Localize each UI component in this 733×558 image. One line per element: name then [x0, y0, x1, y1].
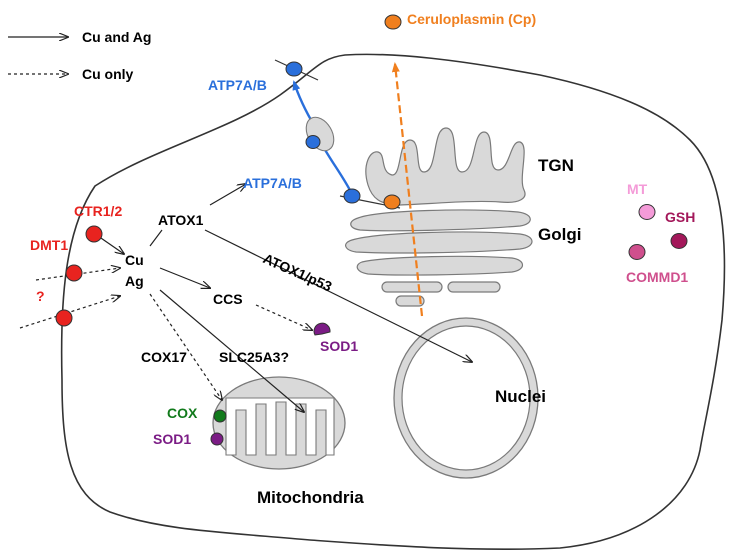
- ctr-to-cu-arrow: [97, 235, 124, 254]
- gsh-label: GSH: [665, 209, 695, 225]
- commd1-label: COMMD1: [626, 269, 688, 285]
- nucleus-interior: [401, 325, 531, 471]
- golgi-cisterna-2: [345, 231, 533, 254]
- dmt1-label: DMT1: [30, 237, 68, 253]
- sod1-cyto-marker: [313, 322, 331, 336]
- golgi-vesicle-3: [395, 295, 425, 307]
- legend-dashed-label: Cu only: [82, 66, 134, 82]
- cp-golgi-dot: [383, 194, 401, 210]
- cp-secreted-dot: [384, 14, 402, 30]
- commd1-marker: [628, 244, 646, 260]
- atp7ab-top-label: ATP7A/B: [208, 77, 267, 93]
- mt-marker: [638, 204, 656, 220]
- golgi-cisterna-3: [356, 255, 524, 276]
- atp7ab-golgi-dot: [343, 188, 361, 204]
- cu-to-mito-arrow: [159, 289, 304, 412]
- cu-to-ccs-arrow: [159, 267, 210, 288]
- cu-label: Cu: [125, 252, 144, 268]
- sod1-mito-marker: [210, 432, 224, 446]
- sod1-mito-label: SOD1: [153, 431, 191, 447]
- tgn-label: TGN: [538, 156, 574, 175]
- cox17-label: COX17: [141, 349, 187, 365]
- ag-label: Ag: [125, 273, 144, 289]
- ccs-to-sod1-arrow: [255, 304, 312, 330]
- atp7ab-mid-label: ATP7A/B: [243, 175, 302, 191]
- legend-solid-label: Cu and Ag: [82, 29, 151, 45]
- mitochondrion-cristae: [225, 397, 335, 456]
- tgn-cisterna: [365, 127, 526, 206]
- slc25a3-label: SLC25A3?: [219, 349, 289, 365]
- sod1-cyto-label: SOD1: [320, 338, 358, 354]
- unknown-transporter: [55, 309, 73, 327]
- golgi-vesicle-1: [381, 281, 443, 293]
- dmt1-transporter: [65, 264, 83, 282]
- cell-membrane: [60, 53, 726, 550]
- golgi-vesicle-2: [447, 281, 501, 293]
- golgi-cisterna-1: [350, 209, 531, 232]
- atox1-to-nucleus-arrow: [204, 229, 472, 362]
- cox-label: COX: [167, 405, 198, 421]
- golgi-label: Golgi: [538, 225, 581, 244]
- mitochondria-label: Mitochondria: [257, 488, 364, 507]
- ctr-label: CTR1/2: [74, 203, 122, 219]
- golgi-apparatus: [345, 127, 533, 307]
- cu-to-atox1-line: [149, 229, 163, 247]
- cox-marker: [213, 409, 227, 423]
- gsh-marker: [670, 233, 688, 249]
- ccs-label: CCS: [213, 291, 243, 307]
- ceruloplasmin-secretion-arrow: [391, 62, 424, 317]
- mt-label: MT: [627, 181, 648, 197]
- nuclei-label: Nuclei: [495, 387, 546, 406]
- atp7ab-vesicle-dot: [305, 135, 321, 149]
- unknown-label: ?: [36, 288, 45, 304]
- atox1-to-atp7ab-arrow: [209, 184, 246, 206]
- mitochondrion: [212, 376, 346, 470]
- ctr-transporter: [85, 225, 103, 243]
- ceruloplasmin-label: Ceruloplasmin (Cp): [407, 11, 536, 27]
- atox1-label: ATOX1: [158, 212, 204, 228]
- atp7ab-membrane-dot: [285, 61, 303, 77]
